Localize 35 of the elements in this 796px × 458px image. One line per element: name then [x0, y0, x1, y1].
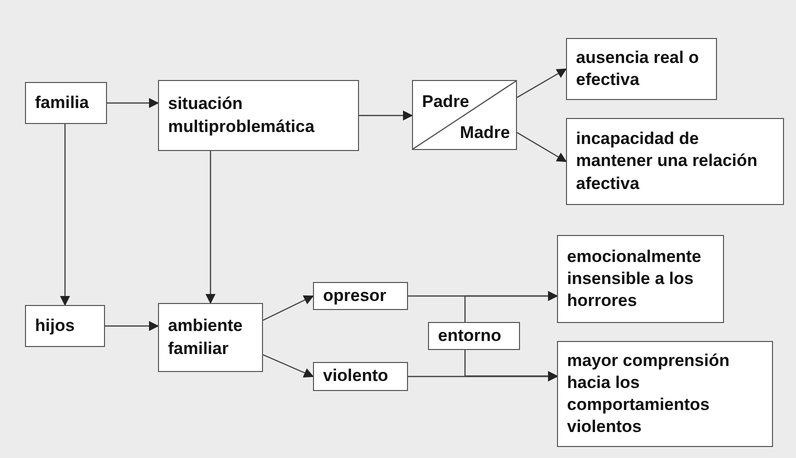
arrow [516, 132, 567, 162]
box-label: violento [323, 365, 390, 388]
box-label: familia [35, 92, 90, 114]
arrow [262, 354, 314, 378]
arrow [105, 321, 159, 331]
box-label: Madre [460, 122, 510, 143]
arrow [60, 124, 70, 306]
split-box [412, 80, 517, 150]
process-box [557, 341, 773, 447]
process-box [566, 118, 784, 205]
arrow [516, 68, 567, 98]
process-box [25, 305, 105, 347]
arrow [262, 295, 314, 321]
box-label: hijos [35, 314, 76, 337]
box-label: entorno [438, 324, 502, 347]
process-box [158, 303, 263, 372]
process-box [313, 282, 408, 310]
arrow [464, 291, 558, 322]
process-box [428, 322, 520, 350]
box-label: incapacidad de mantener una relación afectiva [576, 128, 758, 195]
process-box [313, 362, 408, 391]
arrow [206, 151, 216, 304]
box-label: emocionalmente insensible a los horrores [567, 246, 702, 312]
process-box [25, 82, 107, 124]
box-label: ausencia real o efectiva [576, 46, 700, 91]
process-box [557, 235, 724, 323]
process-box [158, 80, 359, 151]
box-label: situación multiproblemática [168, 93, 316, 138]
process-box [566, 38, 717, 100]
arrow [359, 110, 413, 120]
box-label: opresor [323, 284, 388, 307]
box-label: ambiente familiar [168, 315, 244, 360]
box-label: Padre [422, 91, 470, 112]
arrow [107, 98, 159, 108]
box-label: mayor comprensión hacia los comportamientos violentos [567, 350, 730, 438]
